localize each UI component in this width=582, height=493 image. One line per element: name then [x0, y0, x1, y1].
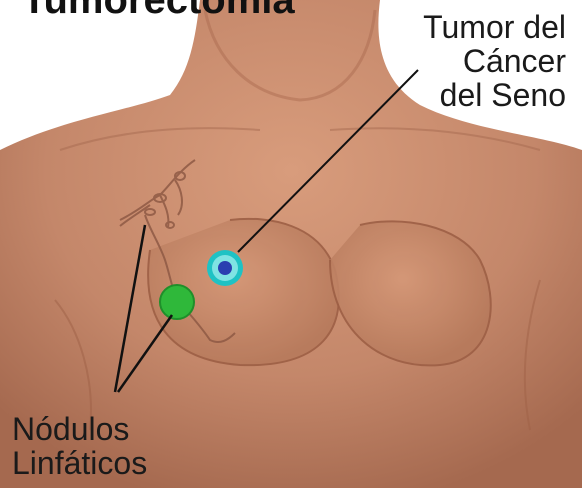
lymph-nodes-label: Nódulos Linfáticos [12, 412, 147, 480]
tumor-label-line-3: del Seno [423, 78, 566, 112]
tumor-label-line-2: Cáncer [423, 44, 566, 78]
lymph-node [160, 285, 194, 319]
nodes-label-line-1: Nódulos [12, 412, 147, 446]
tumor-label: Tumor del Cáncer del Seno [423, 10, 566, 112]
tumor-core [218, 261, 232, 275]
tumor-label-line-1: Tumor del [423, 10, 566, 44]
nodes-label-line-2: Linfáticos [12, 446, 147, 480]
page-title: Tumorectomía [22, 0, 295, 23]
